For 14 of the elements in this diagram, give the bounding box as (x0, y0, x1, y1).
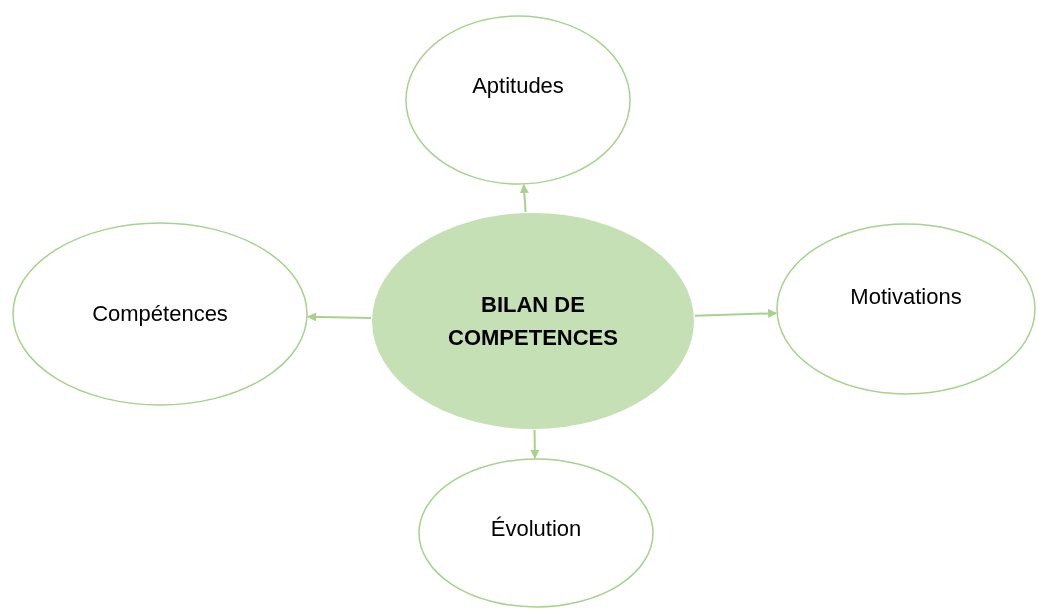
topic-ellipse (12, 222, 308, 406)
topic-label: Motivations (850, 284, 962, 310)
topic-label: Compétences (92, 301, 228, 327)
topic-label: Aptitudes (472, 73, 564, 99)
central-label: BILAN DE COMPETENCES (447, 291, 619, 352)
central-ellipse (371, 212, 695, 430)
topic-ellipse (405, 15, 631, 185)
arrow (693, 308, 778, 318)
arrow (530, 429, 540, 459)
arrow (519, 183, 529, 214)
topic-ellipse (776, 223, 1036, 395)
topic-label: Évolution (490, 516, 582, 542)
topic-ellipse (418, 458, 654, 608)
arrow (306, 312, 373, 322)
